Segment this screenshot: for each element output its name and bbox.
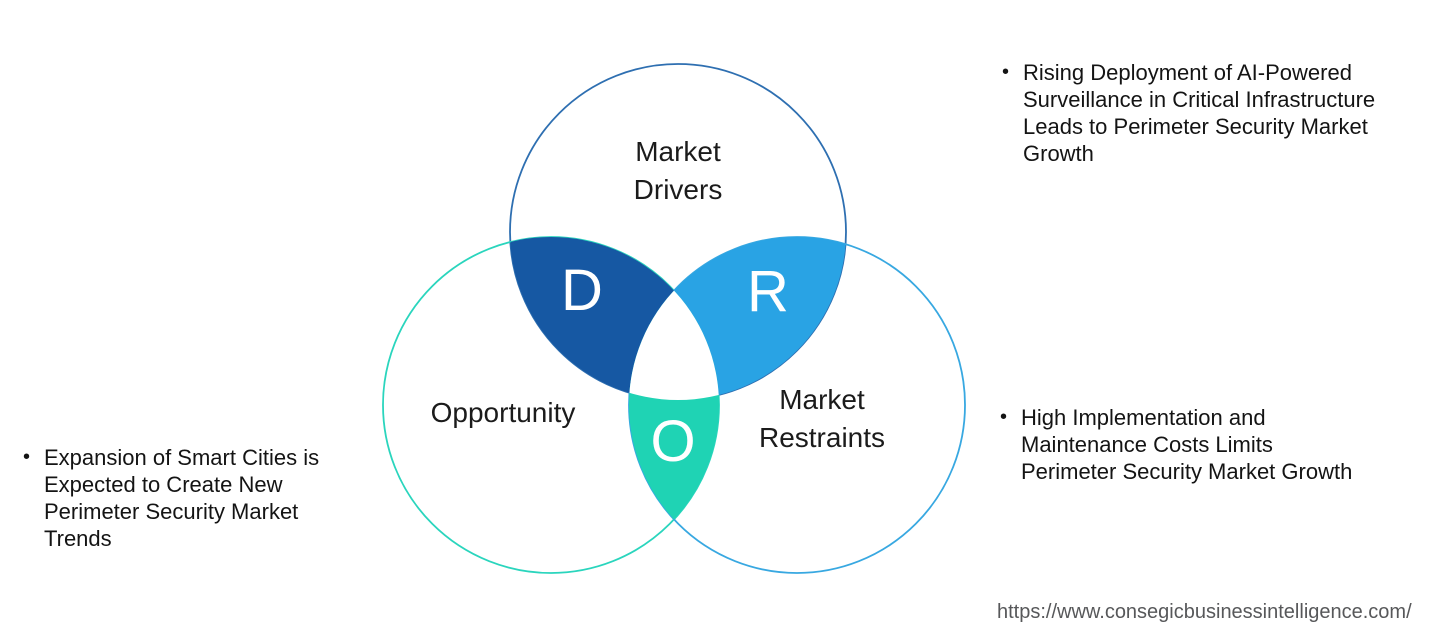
restraints-overlap-letter: R [747, 259, 789, 324]
opportunity-overlap-letter: O [650, 409, 696, 474]
bullet-icon: • [1000, 406, 1008, 428]
bullet-icon: • [23, 446, 31, 468]
drivers-restraints-overlap [629, 237, 846, 400]
drivers-opportunity-overlap [510, 237, 719, 400]
opportunity-label: Opportunity [430, 397, 576, 428]
drivers-overlap-letter: D [561, 258, 603, 323]
bullet-icon: • [1002, 61, 1010, 83]
source-url: https://www.consegicbusinessintelligence… [997, 601, 1412, 623]
